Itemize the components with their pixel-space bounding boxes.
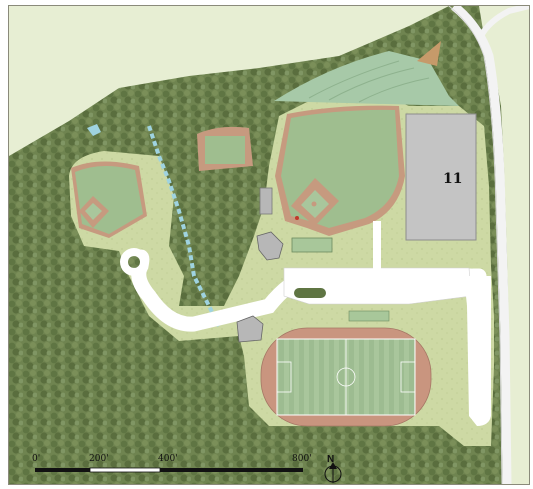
triangle-planting bbox=[417, 41, 441, 66]
site-plan-map: 11 0' 200' 400' 800' N bbox=[8, 5, 530, 485]
bleachers-1 bbox=[291, 237, 333, 253]
north-arrow-icon bbox=[324, 462, 342, 483]
dugout-1 bbox=[259, 187, 273, 215]
scale-label-400: 400' bbox=[158, 454, 178, 464]
parking-lot-11 bbox=[405, 113, 477, 241]
scale-bar bbox=[35, 467, 303, 473]
site-plan-drawing bbox=[9, 6, 529, 484]
pond-1 bbox=[87, 124, 101, 136]
concession-building bbox=[256, 231, 284, 261]
scale-label-0: 0' bbox=[32, 454, 41, 464]
scale-label-800: 800' bbox=[292, 454, 312, 464]
side-road bbox=[478, 6, 529, 38]
maintenance-building bbox=[236, 315, 264, 343]
walkway-north bbox=[373, 221, 381, 271]
central-plaza bbox=[283, 267, 472, 305]
stream bbox=[147, 125, 221, 327]
north-label: N bbox=[327, 454, 335, 465]
access-road bbox=[451, 6, 512, 484]
scale-label-200: 200' bbox=[89, 454, 109, 464]
track-bleachers bbox=[348, 310, 390, 322]
road-edge bbox=[448, 6, 503, 484]
parking-lot-label: 11 bbox=[443, 171, 463, 187]
east-drive bbox=[464, 276, 491, 426]
plaza-planter bbox=[294, 288, 326, 298]
